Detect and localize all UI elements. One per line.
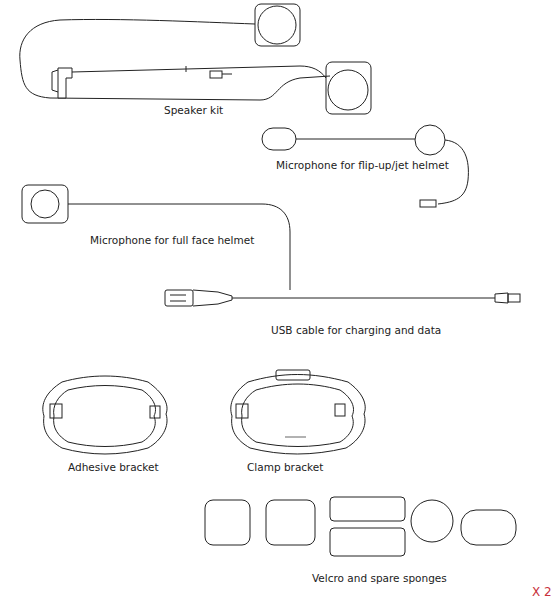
part-label: Microphone for flip-up/jet helmet — [276, 159, 449, 172]
boom-microphone-drawing — [262, 125, 468, 207]
part-label: Speaker kit — [164, 104, 223, 117]
quantity-note: X 2 — [532, 586, 552, 599]
part-label: Microphone for full face helmet — [90, 234, 254, 247]
usb-cable-drawing — [165, 290, 520, 306]
part-label: Clamp bracket — [247, 461, 323, 474]
part-label: Adhesive bracket — [68, 461, 159, 474]
flat-microphone-drawing — [22, 185, 290, 290]
speaker-kit-drawing — [20, 4, 371, 114]
clamp-bracket-drawing — [231, 370, 365, 454]
part-label: USB cable for charging and data — [271, 324, 441, 337]
adhesive-bracket-drawing — [43, 376, 167, 454]
part-label: Velcro and spare sponges — [312, 572, 447, 585]
sponges-drawing — [205, 497, 516, 556]
